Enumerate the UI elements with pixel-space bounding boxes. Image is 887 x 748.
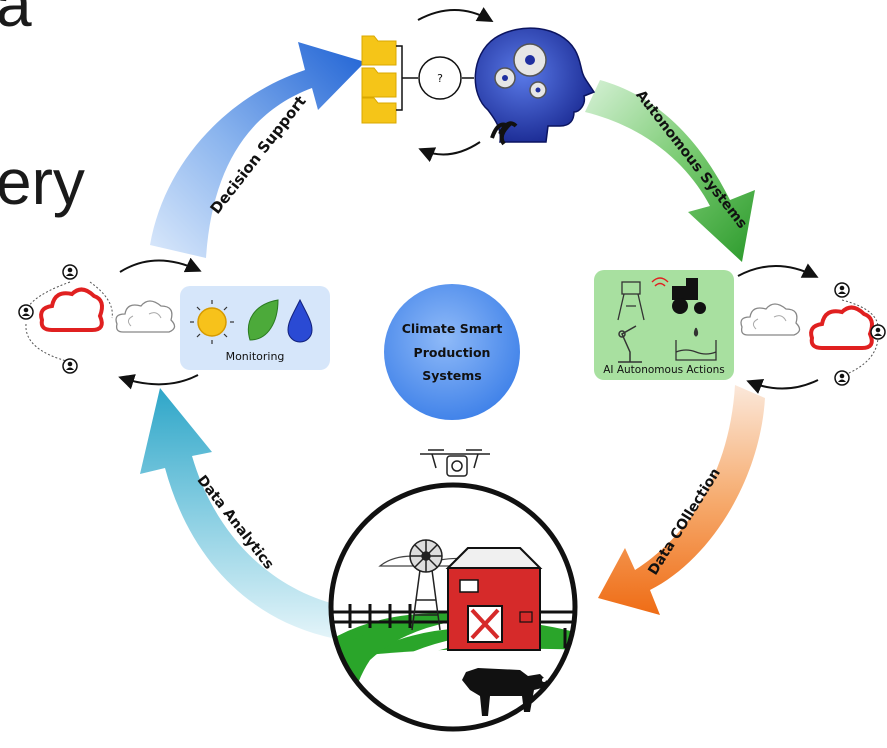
center-node: Climate Smart Production Systems bbox=[384, 284, 520, 420]
head-gears-icon bbox=[474, 27, 596, 146]
cloud-icon bbox=[115, 300, 176, 333]
user-icon bbox=[834, 370, 850, 386]
farm-scene bbox=[328, 482, 578, 732]
ai-actions-node: AI Autonomous Actions bbox=[594, 270, 734, 380]
top-return-arrow bbox=[418, 141, 481, 163]
slide-text-fragment: ery bbox=[0, 146, 85, 218]
cloud-icon bbox=[39, 287, 104, 332]
left-cycle-arrow bbox=[119, 257, 202, 273]
windmill-icon bbox=[409, 539, 443, 631]
sun-icon bbox=[190, 300, 234, 344]
barn-icon bbox=[445, 547, 543, 651]
user-icon bbox=[62, 264, 78, 280]
ai-actions-label: AI Autonomous Actions bbox=[603, 364, 725, 376]
center-label-line3: Systems bbox=[422, 368, 482, 383]
folder-connector bbox=[396, 45, 418, 111]
user-icon bbox=[62, 358, 78, 374]
top-cycle-arrow bbox=[417, 7, 494, 22]
decision-node: ? bbox=[418, 56, 462, 100]
water-tank-icon bbox=[675, 327, 717, 361]
autonomous-systems-label: Autonomous Systems bbox=[632, 87, 750, 231]
data-analytics-arrow: Data Analytics bbox=[140, 388, 338, 638]
leaf-icon bbox=[248, 299, 279, 341]
autonomous-systems-arrow: Autonomous Systems bbox=[585, 80, 755, 262]
data-collection-arrow: Data COllection bbox=[598, 385, 765, 615]
wifi-signal-icon bbox=[651, 277, 669, 287]
robot-arm-icon bbox=[618, 325, 642, 363]
decision-symbol: ? bbox=[437, 72, 443, 85]
left-links bbox=[24, 281, 113, 363]
right-links bbox=[841, 299, 879, 377]
monitoring-node: Monitoring bbox=[180, 286, 330, 370]
left-return-arrow bbox=[118, 374, 199, 390]
right-cycle-arrow bbox=[737, 263, 819, 278]
monitoring-label: Monitoring bbox=[226, 350, 285, 363]
cloud-icon bbox=[740, 303, 801, 336]
user-icon bbox=[834, 282, 850, 298]
slide-title-fragment: a bbox=[0, 0, 32, 40]
cloud-icon bbox=[809, 305, 874, 350]
water-tower-icon bbox=[617, 281, 645, 321]
right-return-arrow bbox=[746, 379, 819, 394]
center-label-line2: Production bbox=[414, 345, 491, 360]
user-icon bbox=[18, 304, 34, 320]
decision-support-arrow: Decision Support bbox=[150, 42, 365, 258]
center-label-line1: Climate Smart bbox=[402, 321, 503, 336]
folder-icon bbox=[361, 35, 397, 124]
water-drop-icon bbox=[287, 298, 313, 343]
tractor-icon bbox=[672, 278, 706, 314]
user-icon bbox=[870, 324, 886, 340]
